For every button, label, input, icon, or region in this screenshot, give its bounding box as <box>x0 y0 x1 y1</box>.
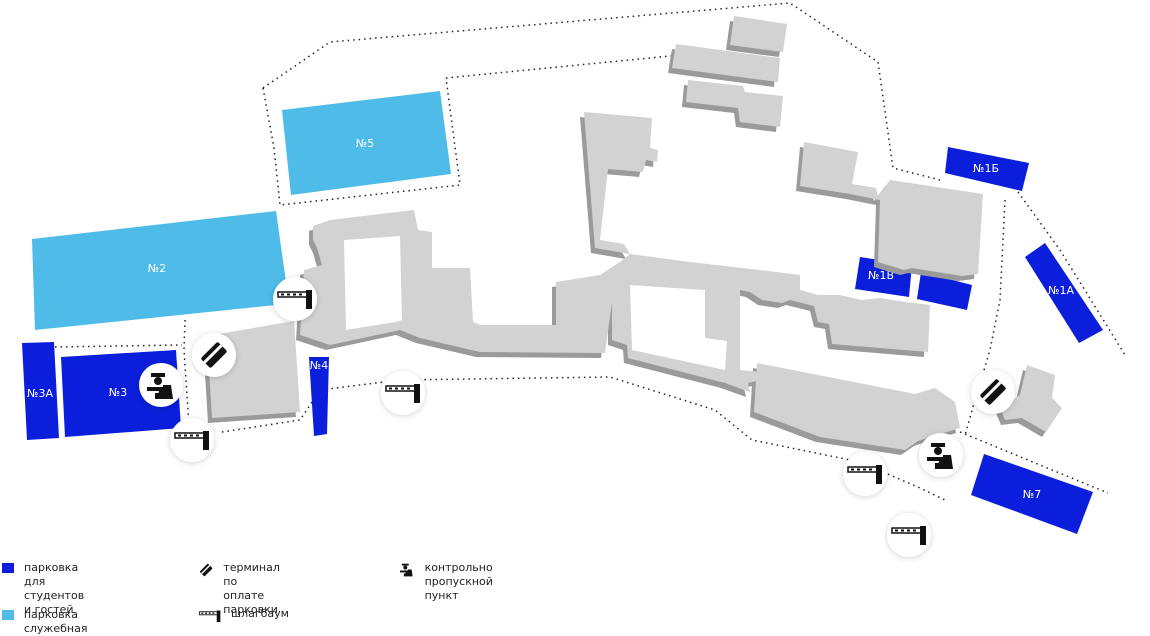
main-building <box>300 210 930 392</box>
legend-label: терминал по оплате парковки <box>223 561 280 616</box>
parking-lot-n1v[interactable]: №1В <box>855 257 972 310</box>
barrier-marker[interactable] <box>843 452 887 496</box>
student-parking-swatch <box>2 563 15 573</box>
map-markers <box>139 277 1015 557</box>
barrier-marker[interactable] <box>170 418 214 462</box>
svg-text:№3А: №3А <box>27 387 53 400</box>
legend-student-parking: парковка для студентов и гостей <box>2 561 92 617</box>
building <box>800 142 983 276</box>
checkpoint-marker[interactable] <box>139 363 183 407</box>
barrier-marker[interactable] <box>273 277 317 321</box>
parking-lot-n4[interactable]: №4 <box>309 357 329 436</box>
barrier-icon <box>199 610 221 623</box>
buildings <box>207 16 1062 450</box>
svg-text:№5: №5 <box>356 137 374 150</box>
legend-service-parking: парковка служебная <box>2 608 96 636</box>
campus-boundary <box>54 2 1126 501</box>
legend-barrier: шлагбаум <box>199 607 289 625</box>
legend-label: контрольно пропускной пункт <box>424 561 493 602</box>
legend-label: шлагбаум <box>231 607 289 620</box>
barrier-marker[interactable] <box>381 371 425 415</box>
legend-terminal: терминал по оплате парковки <box>199 561 288 617</box>
building <box>672 44 780 82</box>
parking-lot-n2[interactable]: №2 <box>32 211 286 330</box>
building <box>584 112 658 254</box>
terminal-marker[interactable] <box>192 333 236 377</box>
legend-checkpoint: контрольно пропускной пункт <box>399 561 499 603</box>
legend-label: парковка служебная <box>23 608 88 635</box>
barrier-marker[interactable] <box>887 513 931 557</box>
checkpoint-marker[interactable] <box>919 433 963 477</box>
guard-checkpoint-icon <box>399 563 413 577</box>
legend-label: парковка для студентов и гостей <box>24 561 85 616</box>
parking-lot-n1a[interactable]: №1А <box>1025 243 1103 343</box>
svg-text:№2: №2 <box>148 262 166 275</box>
card-terminal-icon <box>200 563 213 577</box>
parking-lot-n1b[interactable]: №1Б <box>945 147 1029 191</box>
svg-text:№1А: №1А <box>1048 284 1074 297</box>
terminal-marker[interactable] <box>971 370 1015 414</box>
svg-text:№4: №4 <box>310 359 328 372</box>
parking-lot-n3a[interactable]: №3А <box>22 342 59 440</box>
svg-text:№1В: №1В <box>868 269 894 282</box>
svg-text:№1Б: №1Б <box>973 162 999 175</box>
service-parking-swatch <box>2 610 14 620</box>
svg-text:№3: №3 <box>109 386 127 399</box>
building <box>1000 365 1062 432</box>
building <box>730 16 787 52</box>
parking-lot-n5[interactable]: №5 <box>282 91 451 195</box>
building <box>754 363 960 450</box>
parking-lot-n7[interactable]: №7 <box>971 454 1093 534</box>
building <box>686 80 783 127</box>
svg-text:№7: №7 <box>1023 488 1041 501</box>
